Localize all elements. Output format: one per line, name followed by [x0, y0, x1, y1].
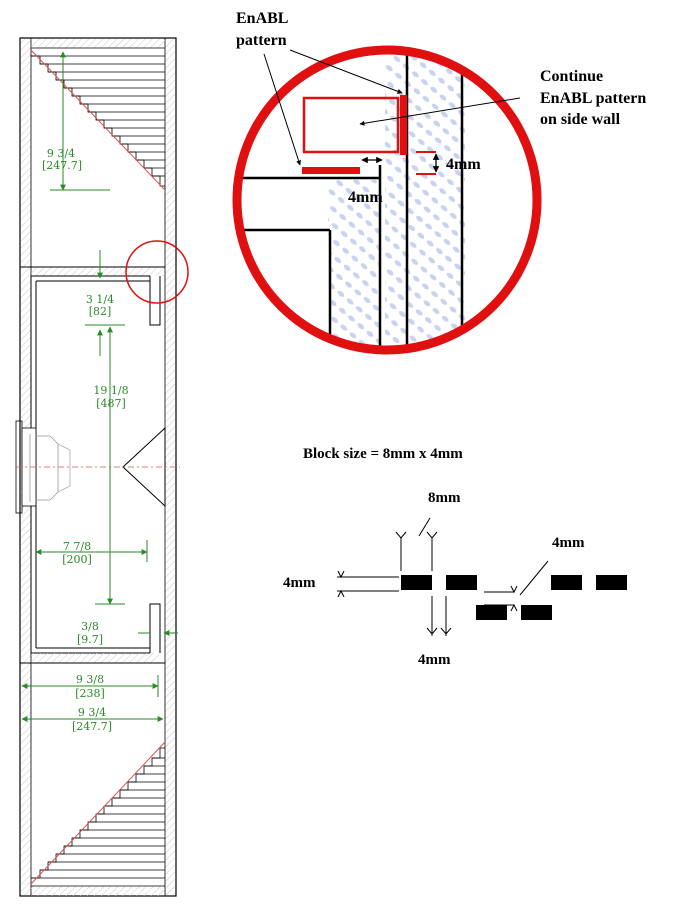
bottom-panel	[31, 886, 165, 896]
cabinet-section	[15, 37, 189, 897]
continue-label-1: Continue	[540, 68, 603, 85]
block-size-title: Block size = 8mm x 4mm	[303, 446, 463, 462]
dim-line-height-in: 19 1/8	[93, 384, 128, 397]
dim-line-width-mm: [200]	[62, 553, 92, 566]
bottom-4mm-label: 4mm	[418, 652, 451, 668]
continue-label-3: on side wall	[540, 111, 621, 128]
dim-line-height-mm: [487]	[96, 397, 126, 410]
width-8mm-label: 8mm	[428, 490, 461, 506]
dim-inner-width-mm: [238]	[75, 687, 105, 700]
dim-outer-width-mm: [247.7]	[72, 720, 112, 733]
dim-port-gap-mm: [82]	[89, 305, 112, 318]
enabl-side-strip	[400, 95, 407, 155]
block-2	[446, 575, 477, 590]
block-6	[521, 605, 552, 620]
continue-label-2: EnABL pattern	[540, 90, 646, 107]
bottom-damping	[30, 741, 166, 885]
dim-line-width-in: 7 7/8	[63, 540, 91, 553]
left-4mm-label: 4mm	[283, 575, 316, 591]
gap-bottom-label: 4mm	[348, 189, 383, 206]
dim-top-in: 9 3/4	[47, 147, 75, 160]
block-5	[476, 605, 507, 620]
dimension-labels: 9 3/4 [247.7] 3 1/4 [82] 19 1/8 [487] 7 …	[42, 147, 129, 733]
block-schematic: Block size = 8mm x 4mm 8mm 4mm 4mm 4mm	[283, 446, 627, 668]
gap-right-label: 4mm	[446, 156, 481, 173]
top-damping	[30, 49, 166, 191]
dim-port-end-mm: [9.7]	[77, 633, 103, 646]
zoom-ring	[232, 45, 542, 355]
block-3	[551, 575, 582, 590]
dim-outer-width-in: 9 3/4	[78, 706, 106, 719]
block-4	[596, 575, 627, 590]
detail-zoom: EnABL pattern Continue EnABL pattern on …	[232, 10, 646, 355]
dim-top-mm: [247.7]	[42, 159, 82, 172]
enabl-label-2: pattern	[236, 32, 287, 49]
divider-panel	[31, 267, 165, 276]
dimensions	[21, 51, 178, 722]
enabl-label-1: EnABL	[236, 10, 288, 27]
detail-marker-circle	[125, 240, 189, 304]
top-panel	[31, 39, 165, 48]
enabl-top-strip	[302, 167, 360, 174]
enabl-block-outline	[302, 96, 400, 154]
block-1	[401, 575, 432, 590]
right-4mm-label: 4mm	[552, 535, 585, 551]
dim-inner-width-in: 9 3/8	[76, 673, 104, 686]
dim-port-end-in: 3/8	[81, 620, 99, 633]
dim-port-gap-in: 3 1/4	[86, 293, 114, 306]
